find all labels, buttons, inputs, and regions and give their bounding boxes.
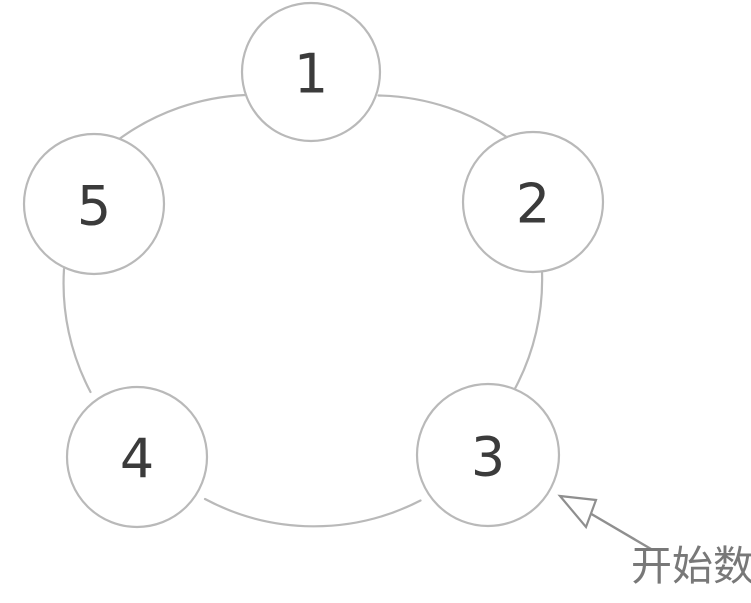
node-3-label: 3 (471, 426, 505, 489)
ring-edges (62, 93, 544, 528)
node-1-label: 1 (294, 43, 328, 106)
ring-nodes: 1 2 3 4 5 (22, 1, 605, 529)
node-4-circle[interactable] (65, 385, 209, 529)
edge-4-to-5 (62, 267, 92, 394)
node-2-label: 2 (516, 173, 550, 236)
edge-3-to-4 (203, 497, 422, 528)
start-pointer-arrow (557, 494, 653, 551)
node-3-circle[interactable] (415, 382, 561, 528)
node-1[interactable]: 1 (240, 1, 382, 143)
arrow-shaft-icon (586, 510, 653, 551)
node-4-label: 4 (120, 428, 154, 491)
arrow-head-icon (557, 494, 598, 530)
node-2[interactable]: 2 (461, 130, 605, 274)
node-5[interactable]: 5 (22, 132, 166, 276)
node-3[interactable]: 3 (415, 382, 561, 528)
node-4[interactable]: 4 (65, 385, 209, 529)
edge-2-to-3 (513, 270, 544, 391)
edge-1-to-2 (377, 94, 513, 142)
node-1-circle[interactable] (240, 1, 382, 143)
start-number-annotation-label: 开始数 (631, 542, 751, 590)
node-2-circle[interactable] (461, 130, 605, 274)
node-5-label: 5 (77, 175, 111, 238)
node-5-circle[interactable] (22, 132, 166, 276)
edge-5-to-1 (117, 93, 247, 141)
